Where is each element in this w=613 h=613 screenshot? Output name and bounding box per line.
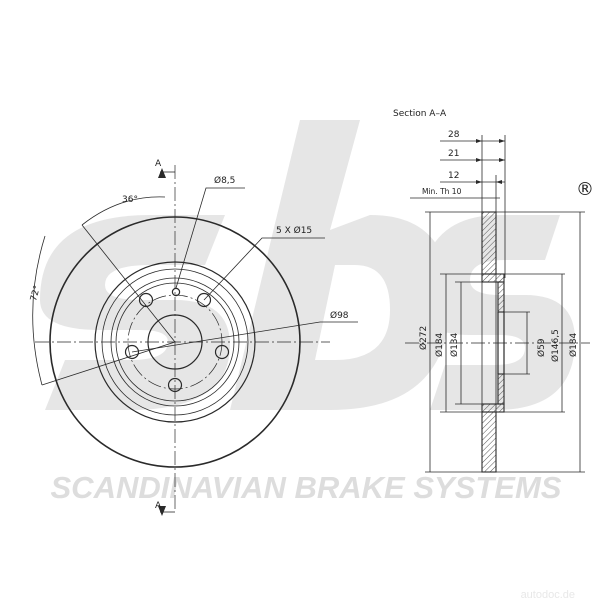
dia-center-bore: Ø59 [536, 338, 547, 357]
angle-arc-36 [81, 196, 166, 226]
pcd-label: Ø98 [330, 310, 349, 321]
angle-leader-36 [81, 224, 176, 343]
watermark: ® SCANDINAVIAN BRAKE SYSTEMS autodoc.de [40, 120, 594, 601]
hat-inner-edge [115, 282, 235, 402]
section-marker-top: A [155, 159, 162, 169]
section-view: Section A–A 28 21 12 Min. Th 10 [393, 109, 590, 473]
section-arrow-bottom [158, 506, 166, 516]
front-view: A A 36° 72° Ø8,5 5 X Ø15 Ø98 [29, 159, 358, 516]
bolt-hole [138, 292, 154, 308]
hat-lower [481, 403, 505, 413]
dim-disc-thickness: 12 [448, 171, 459, 181]
bolt-hole [214, 344, 230, 360]
min-thickness-label: Min. Th 10 [422, 187, 462, 196]
angle-leader-72 [41, 341, 176, 386]
dia-hat: Ø134 [449, 332, 460, 357]
friction-ring-lower [481, 411, 497, 473]
hat-outer-edge [101, 268, 249, 416]
corner-watermark: autodoc.de [521, 589, 575, 601]
angle-arc-72 [32, 235, 46, 386]
dia-friction-inner-right: Ø184 [568, 332, 579, 357]
leader-pcd [131, 321, 358, 353]
locating-hole [171, 287, 181, 297]
dia-hub: Ø146,5 [550, 329, 561, 362]
friction-ring-inner [94, 261, 256, 423]
leader-bolt-holes [203, 237, 325, 301]
registered-mark: ® [576, 179, 594, 200]
disc-outer-edge [49, 216, 301, 468]
dim-total-thickness: 28 [448, 130, 460, 140]
angle-label-72: 72° [29, 284, 43, 302]
company-name-watermark: SCANDINAVIAN BRAKE SYSTEMS [51, 470, 562, 505]
section-marker-bottom: A [155, 501, 162, 511]
bolt-hole [167, 377, 183, 393]
angle-label-36: 36° [122, 195, 138, 205]
hub-lower [497, 373, 505, 405]
section-arrow-top [158, 168, 166, 178]
section-title: Section A–A [393, 109, 447, 119]
bolt-hole [124, 344, 140, 360]
dia-friction-inner: Ø184 [434, 332, 445, 357]
dim-hat-depth: 21 [448, 149, 459, 159]
bolt-holes-label: 5 X Ø15 [276, 225, 312, 236]
bolt-hole [196, 292, 212, 308]
friction-ring-upper [481, 211, 497, 275]
hat-step [110, 277, 240, 407]
dia-outer: Ø272 [418, 326, 429, 350]
hub-upper [497, 281, 505, 313]
small-hole-label: Ø8,5 [214, 175, 235, 186]
center-bore [147, 314, 203, 370]
leader-small-hole [175, 187, 245, 289]
hat-upper [481, 273, 505, 283]
